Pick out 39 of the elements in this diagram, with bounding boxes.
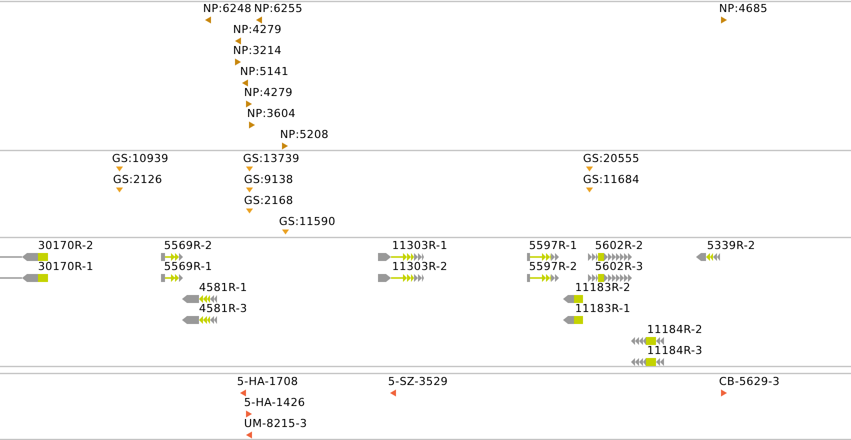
feature-label: 5602R-2 xyxy=(595,239,644,252)
feature-label: 5597R-1 xyxy=(529,239,578,252)
feature-label: 30170R-2 xyxy=(38,239,94,252)
feature-label: GS:9138 xyxy=(244,173,294,186)
feature-label: GS:13739 xyxy=(243,152,300,165)
feature-label: 4581R-3 xyxy=(199,302,248,315)
feature-label: 11183R-2 xyxy=(575,281,631,294)
feature-label: 11303R-1 xyxy=(392,239,448,252)
feature-label: CB-5629-3 xyxy=(719,375,780,388)
feature-label: 11303R-2 xyxy=(392,260,448,273)
feature-label: 5569R-2 xyxy=(164,239,212,252)
feature-label: 5-HA-1708 xyxy=(237,375,298,388)
feature-label: UM-8215-3 xyxy=(244,417,308,430)
feature-label: NP:4685 xyxy=(719,2,768,15)
feature-label: 5-HA-1426 xyxy=(244,396,306,409)
feature-label: 4581R-1 xyxy=(199,281,248,294)
feature-label: GS:10939 xyxy=(112,152,169,165)
feature-label: NP:6248 xyxy=(203,2,252,15)
feature-label: NP:6255 xyxy=(254,2,303,15)
feature-label: GS:2168 xyxy=(244,194,294,207)
feature-label: 11184R-3 xyxy=(647,344,703,357)
feature-label: GS:11590 xyxy=(279,215,336,228)
feature-label: 5602R-3 xyxy=(595,260,644,273)
feature-label: NP:5208 xyxy=(280,128,329,141)
feature-label: 5569R-1 xyxy=(164,260,212,273)
feature-label: 5597R-2 xyxy=(529,260,578,273)
feature-label: NP:4279 xyxy=(244,86,293,99)
feature-label: GS:20555 xyxy=(583,152,640,165)
feature-label: NP:4279 xyxy=(233,23,282,36)
feature-label: 5-SZ-3529 xyxy=(388,375,448,388)
feature-label: 11184R-2 xyxy=(647,323,703,336)
feature-label: GS:2126 xyxy=(113,173,162,186)
feature-label: 30170R-1 xyxy=(38,260,94,273)
feature-label: 5339R-2 xyxy=(707,239,756,252)
feature-label: 11183R-1 xyxy=(575,302,631,315)
feature-label: NP:5141 xyxy=(240,65,289,78)
feature-label: GS:11684 xyxy=(583,173,640,186)
feature-label: NP:3214 xyxy=(233,44,282,57)
feature-label: NP:3604 xyxy=(247,107,296,120)
